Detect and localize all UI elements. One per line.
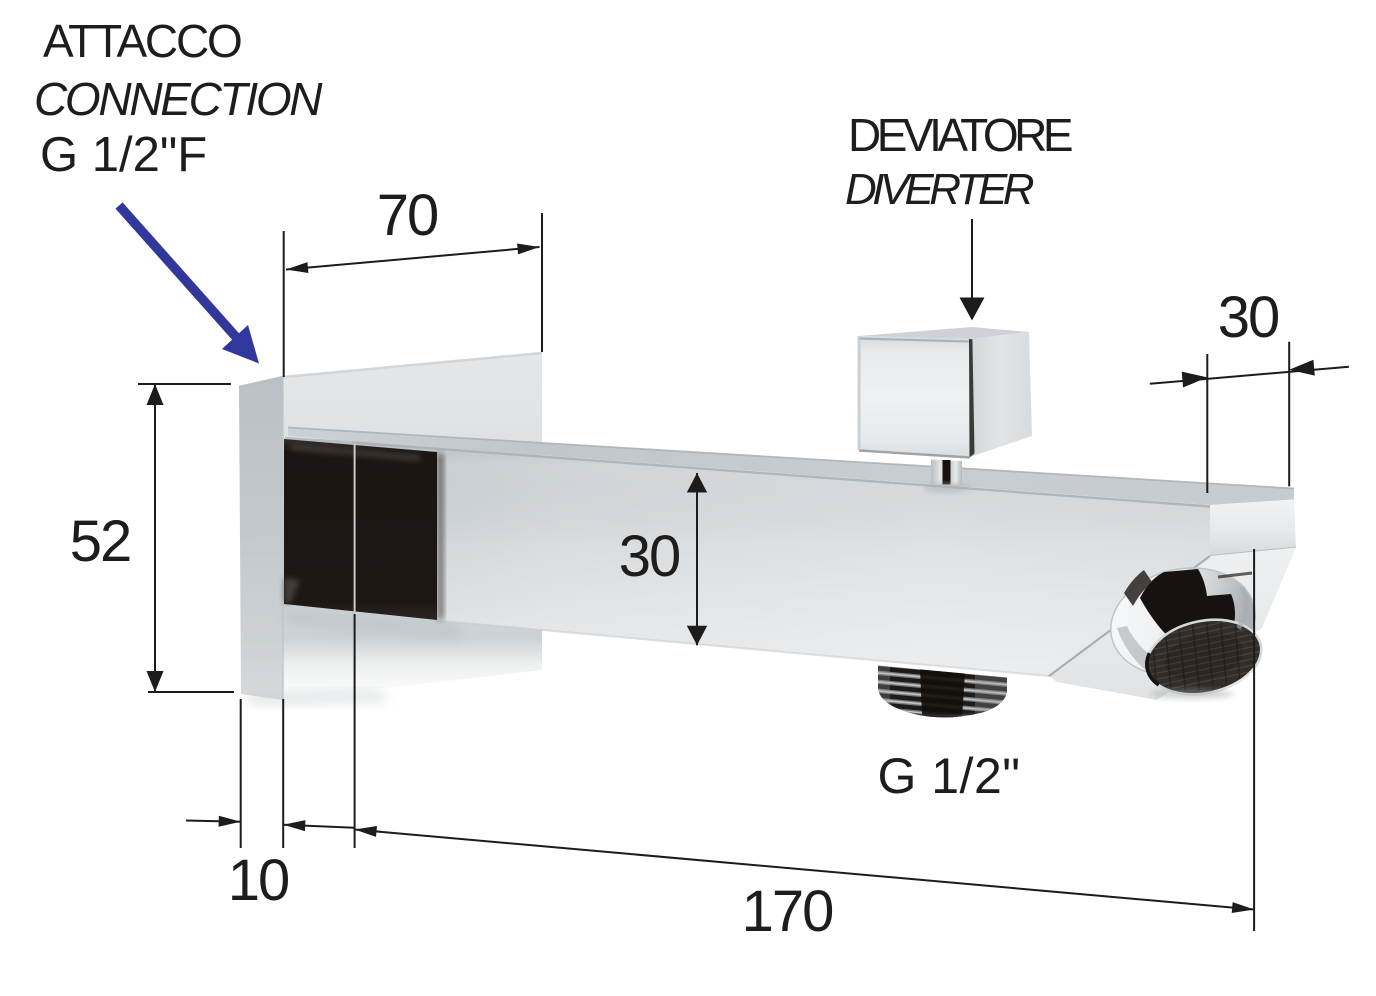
svg-text:ATTACCO: ATTACCO <box>43 15 241 67</box>
svg-text:52: 52 <box>70 509 131 574</box>
svg-text:30: 30 <box>1218 285 1279 350</box>
svg-text:DIVERTER: DIVERTER <box>845 165 1034 214</box>
svg-text:70: 70 <box>377 183 438 248</box>
svg-text:G 1/2"F: G 1/2"F <box>40 128 207 182</box>
svg-text:30: 30 <box>619 524 680 589</box>
svg-text:DEVIATORE: DEVIATORE <box>848 109 1072 161</box>
svg-text:170: 170 <box>742 879 833 944</box>
svg-text:CONNECTION: CONNECTION <box>34 73 323 125</box>
svg-text:G 1/2": G 1/2" <box>877 748 1020 804</box>
svg-text:10: 10 <box>228 848 289 913</box>
